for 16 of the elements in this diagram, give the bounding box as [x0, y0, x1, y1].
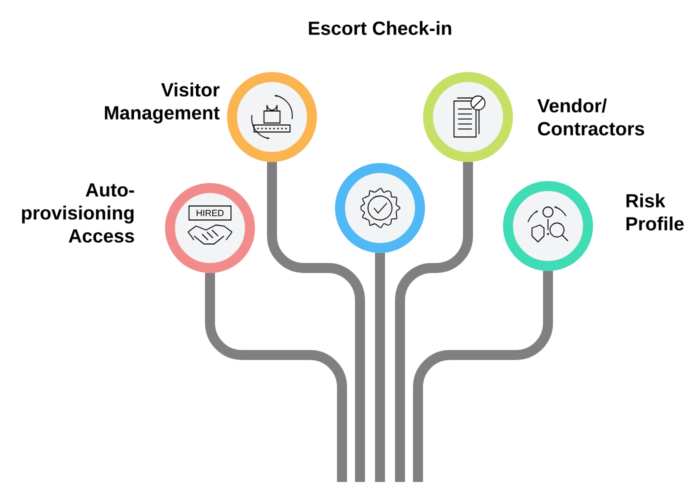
- ring-circle: [423, 72, 513, 162]
- ring-circle: [227, 72, 317, 162]
- node-label: Vendor/ Contractors: [537, 98, 644, 136]
- sign-text: HIRED: [196, 210, 224, 216]
- connector-line: [395, 162, 473, 482]
- node-label: Auto-provisioning Access: [22, 183, 134, 243]
- connector-line: [267, 162, 365, 482]
- ring-circle: [503, 181, 594, 271]
- node-label: Visitor Management: [104, 82, 220, 124]
- connector-line: [413, 271, 553, 482]
- ring-circle: [335, 163, 425, 253]
- node-label: Risk Profile: [626, 194, 684, 230]
- connector-line: [375, 253, 385, 482]
- heading: Escort Check-in: [308, 21, 452, 35]
- ring-circle: [165, 183, 255, 273]
- connector-line: [205, 273, 347, 482]
